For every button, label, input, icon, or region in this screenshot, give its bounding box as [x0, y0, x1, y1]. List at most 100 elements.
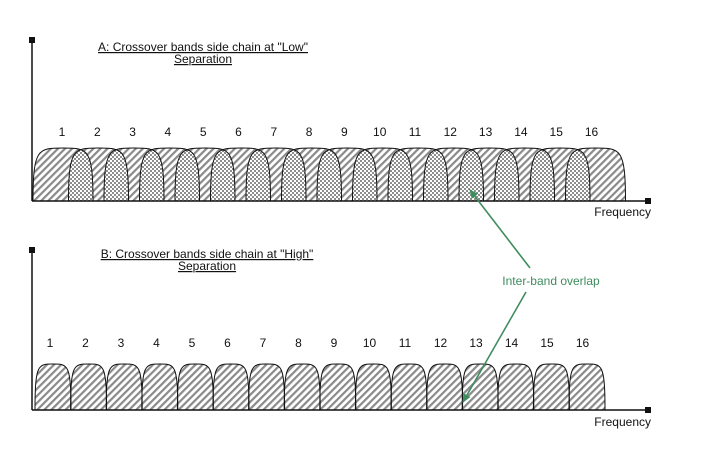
panel-b-band-number: 6: [224, 336, 231, 350]
panel-a-band-number: 5: [200, 125, 207, 139]
panel-a-band-shapes: [33, 148, 626, 201]
panel-b-band-number: 7: [260, 336, 267, 350]
panel-b-band-number: 14: [505, 336, 519, 350]
panel-b-band-14-outline: [497, 363, 535, 411]
panel-b-band-5-arch: [177, 364, 214, 410]
callout-label: Inter-band overlap: [502, 274, 600, 288]
panel-b-band-number: 11: [399, 336, 412, 350]
panel-b-band-4-outline: [141, 363, 179, 411]
panel-b-title-line-1: B: Crossover bands side chain at "High": [101, 247, 314, 261]
panel-a-band-number: 8: [306, 125, 313, 139]
panel-b-band-12-arch: [426, 364, 463, 410]
panel-b-title-line-2: Separation: [178, 259, 236, 273]
panel-a-band-number: 3: [129, 125, 136, 139]
panel-b-band-number: 3: [118, 336, 125, 350]
panel-a-band-3-outline: [103, 147, 165, 202]
panel-a-overlap-5: [210, 148, 235, 201]
panel-a-band-16-outline: [564, 147, 627, 202]
panel-b-band-13-arch: [462, 364, 499, 410]
panel-a-band-12-outline: [422, 147, 485, 202]
panel-a-x-axis-cap: [645, 198, 651, 204]
panel-a-overlap-8: [317, 148, 342, 201]
panel-a-band-number: 10: [373, 125, 387, 139]
panel-b-y-axis-cap: [29, 247, 35, 253]
callout-arrow-down: [462, 291, 527, 403]
panel-a-band-1-outline: [32, 147, 94, 202]
panel-a-band-outlines: [32, 147, 627, 202]
panel-b-band-number: 12: [434, 336, 448, 350]
panel-b: B: Crossover bands side chain at "High" …: [29, 247, 651, 429]
panel-b-band-11-outline: [390, 363, 428, 411]
panel-a-band-7-outline: [245, 147, 307, 202]
panel-a-overlap-12: [459, 148, 484, 201]
panel-a-overlap-11: [423, 148, 448, 201]
panel-a-y-axis-cap: [29, 37, 35, 43]
panel-a-band-number: 15: [550, 125, 564, 139]
panel-a-band-6-outline: [209, 147, 272, 202]
panel-a-band-number: 2: [94, 125, 101, 139]
panel-b-band-15-arch: [533, 364, 570, 410]
panel-b-band-13-outline: [461, 363, 499, 411]
panel-b-band-number: 8: [295, 336, 302, 350]
panel-b-band-3-arch: [106, 364, 143, 410]
panel-b-band-number: 1: [47, 336, 54, 350]
panel-a-overlap-6: [246, 148, 271, 201]
panel-b-band-6-arch: [213, 364, 249, 410]
panel-a-band-14-outline: [493, 147, 556, 202]
panel-b-band-15-outline: [532, 363, 570, 411]
panel-a-band-10-outline: [351, 147, 414, 202]
panel-b-band-9-outline: [319, 363, 357, 411]
panel-a-overlap-3: [139, 148, 164, 201]
panel-b-band-11-arch: [391, 364, 427, 410]
panel-a-overlap-15: [565, 148, 590, 201]
panel-a-title: A: Crossover bands side chain at "Low" S…: [98, 40, 308, 66]
panel-b-band-6-outline: [212, 363, 250, 411]
panel-a-overlap-2: [104, 148, 129, 201]
panel-a-band-13-outline: [458, 147, 520, 202]
panel-b-band-number: 9: [331, 336, 338, 350]
panel-a-overlap-4: [175, 148, 200, 201]
panel-b-band-number: 5: [189, 336, 196, 350]
panel-a-overlap-13: [494, 148, 519, 201]
panel-a-overlap-1: [68, 148, 93, 201]
panel-a-band-number: 7: [270, 125, 277, 139]
panel-b-band-9-arch: [319, 364, 356, 410]
panel-b-band-8-arch: [284, 364, 321, 410]
panel-b-band-number: 2: [82, 336, 89, 350]
panel-a-x-axis-label: Frequency: [594, 205, 651, 219]
panel-a-band-number: 12: [444, 125, 458, 139]
panel-a-band-number: 13: [479, 125, 493, 139]
panel-a-band-number: 14: [514, 125, 528, 139]
panel-b-band-7-arch: [248, 364, 285, 410]
panel-b-band-1-arch: [35, 364, 71, 410]
panel-b-band-8-outline: [283, 363, 321, 411]
panel-b-band-2-outline: [70, 363, 108, 411]
panel-a-band-number: 9: [341, 125, 348, 139]
panel-a-overlap-14: [530, 148, 555, 201]
panel-b-x-axis-cap: [645, 407, 651, 413]
panel-b-band-number: 13: [469, 336, 483, 350]
panel-b-band-10-arch: [355, 364, 392, 410]
panel-a-band-number: 16: [585, 125, 599, 139]
panel-b-band-number: 4: [153, 336, 160, 350]
callout-arrow-up: [469, 189, 531, 269]
panel-a-title-line-1: A: Crossover bands side chain at "Low": [98, 40, 308, 54]
panel-a-band-15-outline: [529, 147, 591, 202]
panel-b-band-2-arch: [70, 364, 107, 410]
panel-b-band-number: 15: [540, 336, 554, 350]
panel-b-band-number: 10: [363, 336, 377, 350]
panel-b-title: B: Crossover bands side chain at "High" …: [101, 247, 314, 273]
panel-a-overlap-7: [281, 148, 306, 201]
panel-a-title-line-2: Separation: [174, 52, 232, 66]
panel-a-band-number: 6: [235, 125, 242, 139]
panel-a-band-number: 11: [409, 125, 422, 139]
panel-b-band-10-outline: [354, 363, 392, 411]
panel-a-overlap-9: [352, 148, 377, 201]
panel-a-band-number: 4: [165, 125, 172, 139]
panel-a-band-8-outline: [280, 147, 343, 202]
panel-b-band-number: 16: [576, 336, 590, 350]
panel-a: A: Crossover bands side chain at "Low" S…: [29, 37, 651, 219]
